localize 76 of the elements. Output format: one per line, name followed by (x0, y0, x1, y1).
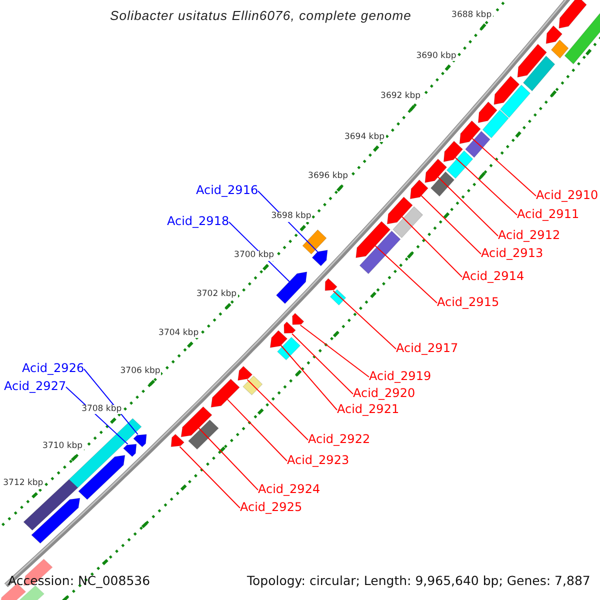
gene-feature (386, 196, 413, 224)
leader-line (374, 245, 438, 304)
leader-line (402, 216, 462, 278)
leader-line (472, 138, 536, 196)
gene-label: Acid_2911 (517, 208, 580, 222)
tick-label: 3692 kbp (380, 92, 422, 102)
tick-label: 3694 kbp (343, 132, 386, 142)
gene-label: Acid_2925 (240, 501, 302, 515)
tick-label: 3690 kbp (415, 52, 458, 62)
gene-feature (558, 0, 587, 29)
gene-feature (424, 158, 448, 183)
gene-label: Acid_2924 (258, 483, 320, 497)
gene-label: Acid_2927 (4, 380, 66, 394)
gene-label: Acid_2913 (481, 247, 544, 261)
gene-label: Acid_2920 (353, 387, 416, 401)
tick-label: 3702 kbp (195, 290, 238, 300)
leader-line (198, 428, 258, 490)
leader-line (438, 176, 498, 236)
leader-line (66, 386, 128, 445)
gene-feature (238, 366, 253, 381)
gene-feature (284, 321, 296, 334)
gene-feature (170, 434, 185, 448)
gene-label: Acid_2912 (498, 229, 560, 243)
tick-label: 3688 kbp (450, 10, 493, 20)
gene-label: Acid_2916 (196, 184, 258, 198)
gene-feature (356, 220, 391, 258)
leader-line (228, 222, 290, 282)
gene-label: Acid_2917 (396, 342, 458, 356)
leader-line (226, 398, 288, 462)
gene-feature (133, 434, 147, 448)
gene-label: Acid_2922 (308, 433, 370, 447)
gene-feature (270, 330, 288, 348)
leader-line (179, 446, 240, 508)
gene-feature (122, 444, 137, 458)
gene-label: Acid_2915 (437, 296, 500, 310)
leader-line (300, 324, 370, 378)
leader-line (246, 379, 308, 440)
accession-text: Accession: NC_008536 (8, 574, 150, 588)
tick-label: 3696 kbp (307, 172, 350, 182)
tick-label: 3700 kbp (233, 251, 276, 262)
gene-feature (459, 120, 481, 144)
gene-feature (210, 378, 240, 408)
tick-label: 3710 kbp (42, 442, 84, 452)
gene-label: Acid_2921 (337, 403, 400, 417)
gene-feature (443, 140, 464, 162)
tick-label: 3698 kbp (270, 212, 312, 222)
leader-line (332, 290, 396, 350)
gene-feature (31, 498, 80, 544)
gene-label: Acid_2914 (462, 270, 524, 284)
gene-feature (180, 406, 212, 438)
tick-label: 3708 kbp (80, 404, 123, 414)
gene-feature (517, 44, 548, 78)
gene-feature (292, 312, 304, 325)
gene-feature (312, 250, 328, 266)
tick-label: 3704 kbp (158, 328, 200, 338)
gene-label: Acid_2923 (287, 454, 350, 468)
gene-label: Acid_2910 (536, 189, 598, 203)
gene-feature (410, 179, 428, 200)
gene-feature (78, 454, 126, 500)
gene-feature (478, 101, 498, 124)
title: Solibacter usitatus Ellin6076, complete genome (110, 9, 412, 24)
leader-line (84, 368, 138, 435)
gene-label: Acid_2918 (167, 215, 230, 229)
leader-line (420, 195, 482, 254)
gene-label: Acid_2926 (22, 362, 84, 376)
gene-feature (494, 76, 520, 105)
leader-line (258, 190, 318, 252)
leader-line (292, 333, 354, 394)
gene-label: Acid_2919 (369, 370, 432, 384)
genome-info-text: Topology: circular; Length: 9,965,640 bp; Genes: 7,887 (247, 574, 590, 588)
gene-feature (324, 278, 338, 291)
tick-label: 3712 kbp (2, 479, 44, 489)
tick-label: 3706 kbp (119, 366, 162, 377)
leader-line (454, 157, 518, 216)
leader-line (280, 344, 338, 410)
gene-feature (276, 272, 308, 304)
